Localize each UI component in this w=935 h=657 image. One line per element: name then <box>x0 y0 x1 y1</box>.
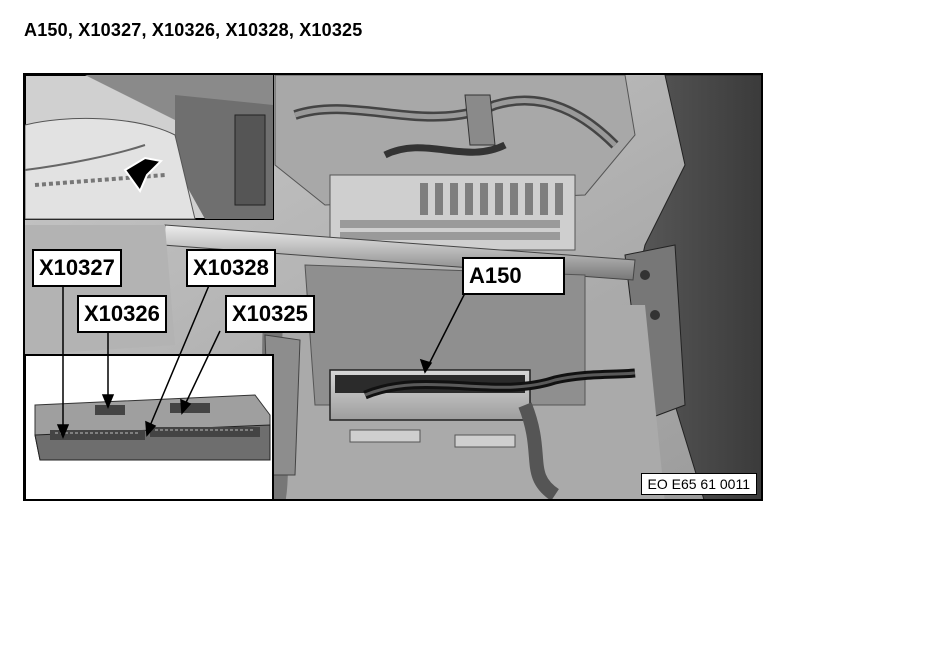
vehicle-interior-drawing <box>25 75 761 499</box>
callout-x10327: X10327 <box>32 249 122 287</box>
callout-a150: A150 <box>462 257 565 295</box>
page-title: A150, X10327, X10326, X10328, X10325 <box>24 20 363 40</box>
callout-x10325: X10325 <box>225 295 315 333</box>
vehicle-locator-inset <box>25 75 274 220</box>
reference-code: EO E65 61 0011 <box>640 473 757 495</box>
callout-x10328: X10328 <box>186 249 276 287</box>
callout-x10326: X10326 <box>77 295 167 333</box>
component-location-figure: A150 X10327 X10328 X10326 X10325 EO E65 … <box>23 73 763 501</box>
